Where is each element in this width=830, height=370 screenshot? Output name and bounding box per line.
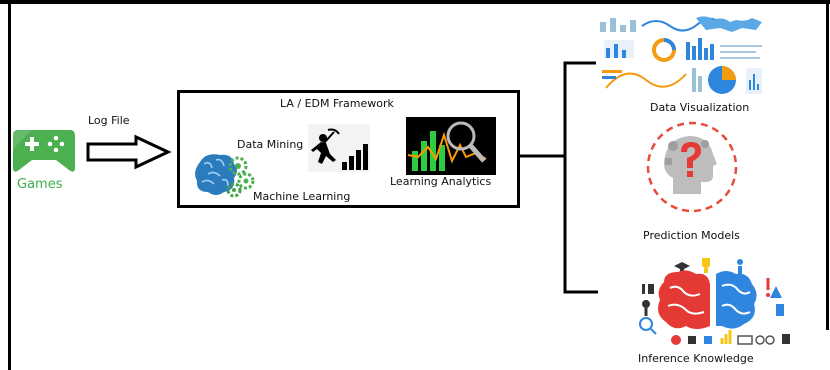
- framework-box: [177, 90, 520, 208]
- dashboard-charts-icon: [596, 14, 766, 98]
- framework-title: LA / EDM Framework: [280, 97, 394, 110]
- frame-left-border: [8, 0, 11, 370]
- head-question-icon: [646, 121, 738, 213]
- data-mining-label: Data Mining: [237, 138, 304, 151]
- inference-knowledge-label: Inference Knowledge: [638, 352, 754, 365]
- bracket-connector: [520, 61, 598, 294]
- analytics-chart-icon: [406, 117, 496, 175]
- miner-icon: [308, 124, 370, 172]
- game-controller-icon: [13, 130, 75, 172]
- frame-top-border: [0, 0, 830, 4]
- frame-right-border: [826, 0, 829, 330]
- machine-learning-label: Machine Learning: [253, 190, 351, 203]
- data-visualization-label: Data Visualization: [650, 101, 750, 114]
- games-label: Games: [17, 177, 63, 192]
- prediction-models-label: Prediction Models: [643, 229, 740, 242]
- learning-analytics-label: Learning Analytics: [390, 175, 492, 188]
- arrow-right-icon: [86, 134, 172, 170]
- brain-knowledge-icon: [639, 258, 790, 345]
- brain-gears-icon: [195, 154, 255, 198]
- log-file-label: Log File: [88, 114, 130, 127]
